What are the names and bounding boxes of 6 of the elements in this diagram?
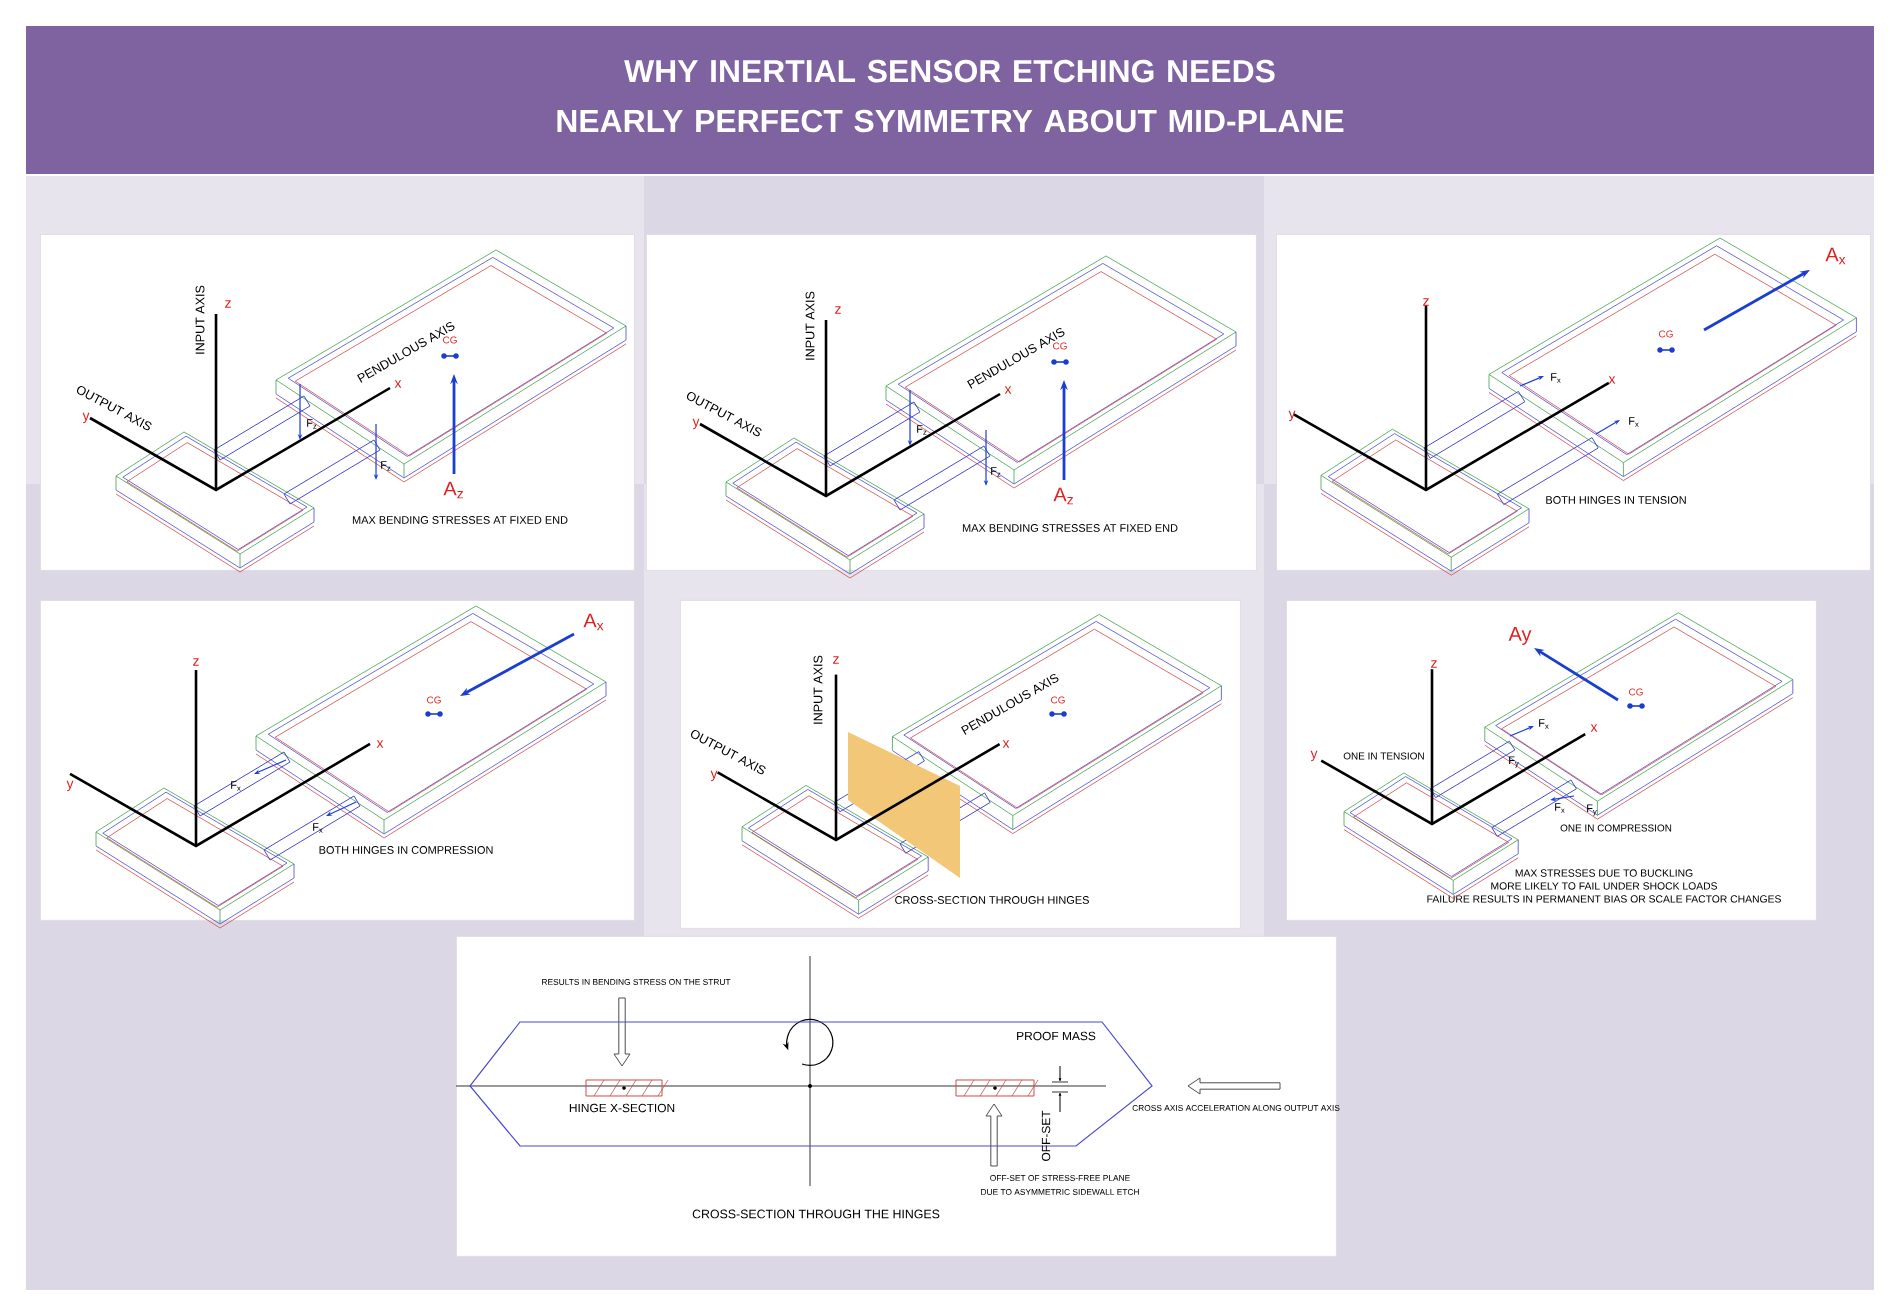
acceleration-label: Ay: [1508, 627, 1532, 645]
acceleration-label: A$_{z}$: [1053, 487, 1073, 505]
title-banner: WHY INERTIAL SENSOR ETCHING NEEDS NEARLY PERFECT SYMMETRY ABOUT MID-PLANE: [26, 26, 1874, 174]
acceleration-label: A$_{x}$: [1825, 247, 1846, 265]
acceleration-label: A$_{z}$: [443, 481, 463, 499]
acceleration-label: A$_{x}$: [583, 613, 604, 631]
